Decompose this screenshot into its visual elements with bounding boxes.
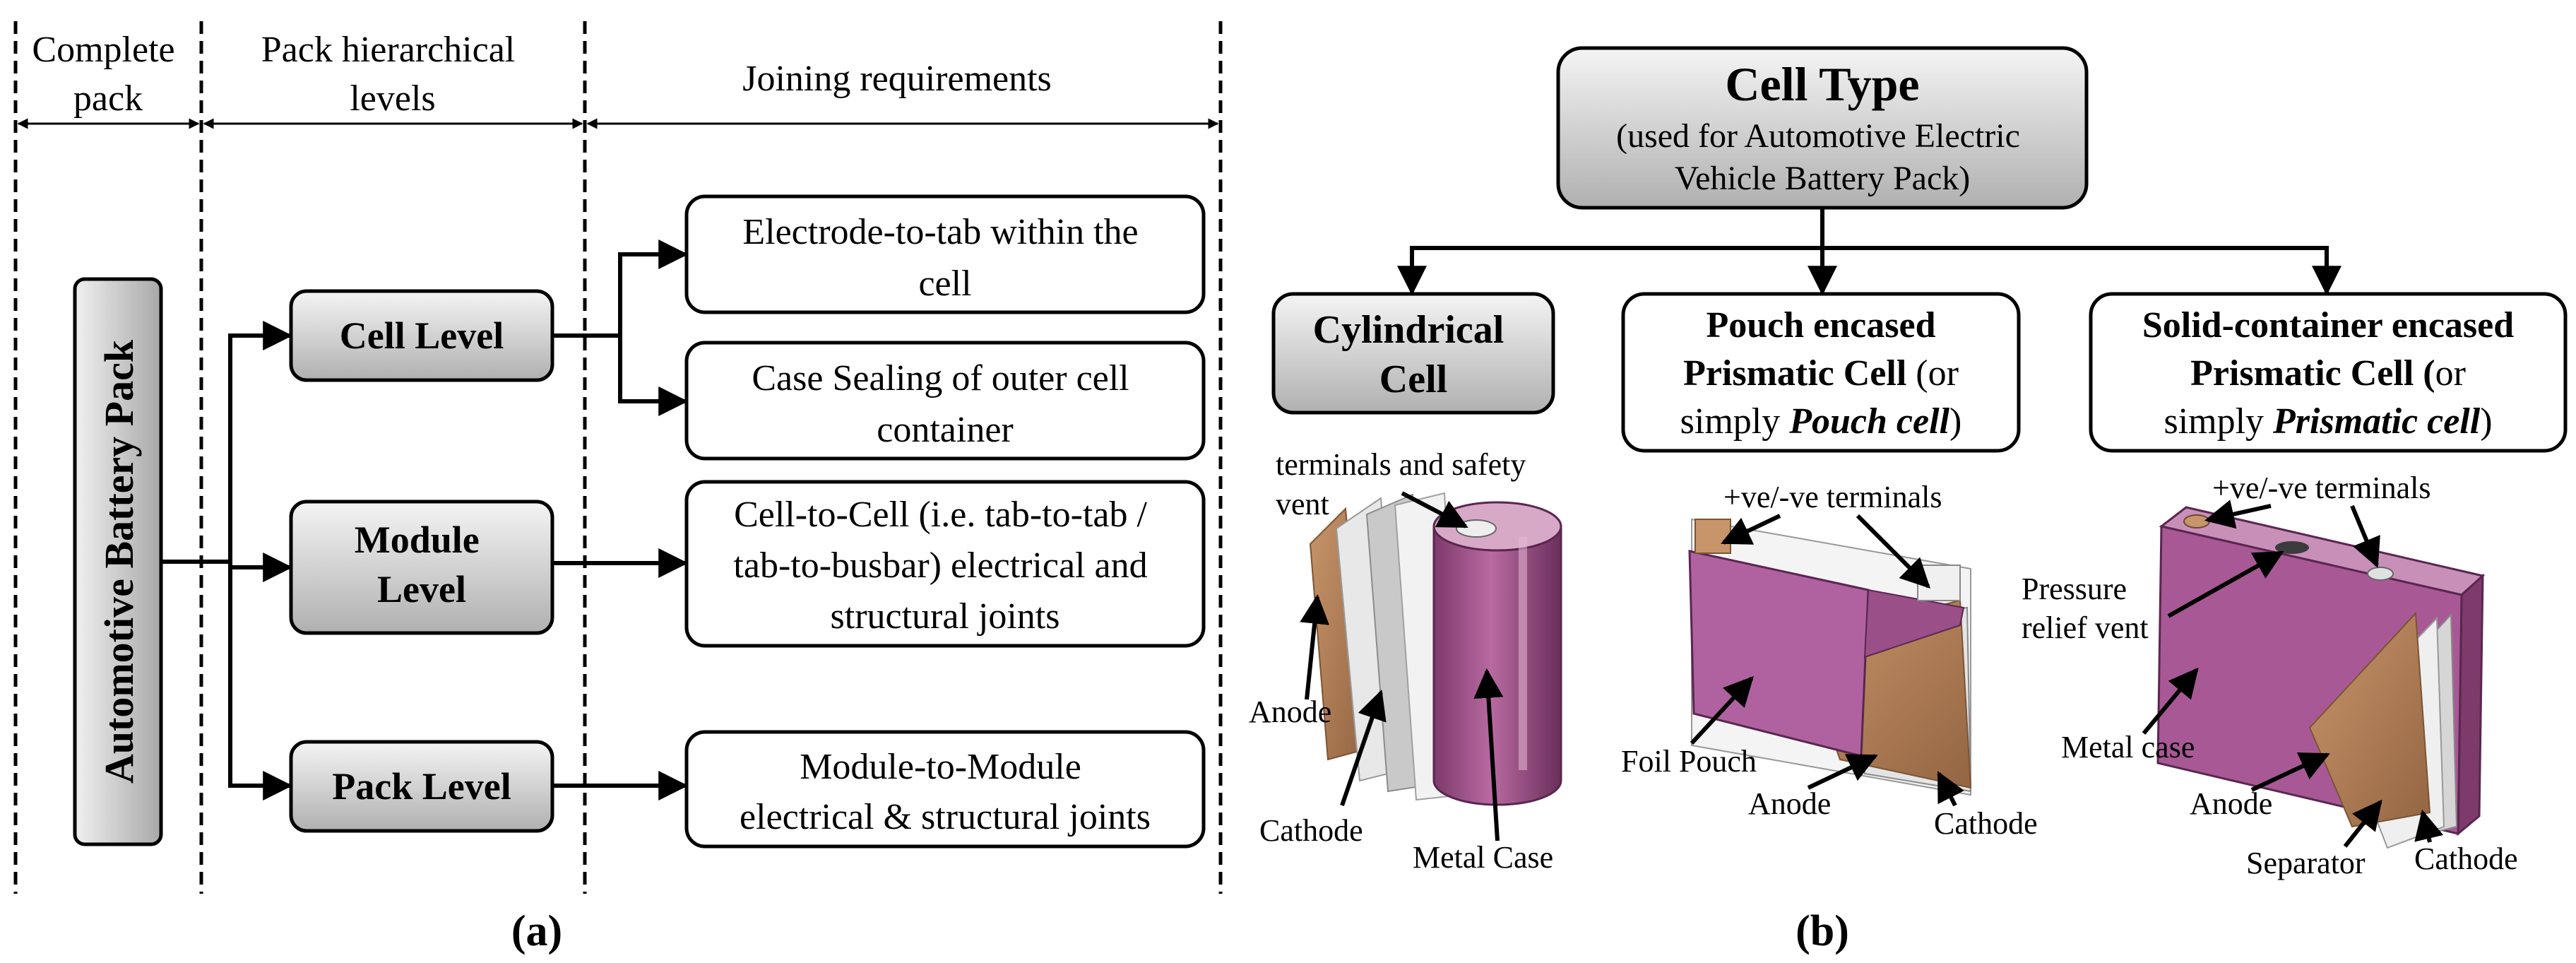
pouch-label-foil: Foil Pouch: [1621, 744, 1757, 779]
prism-terminal-right: [2367, 567, 2394, 581]
prismatic-title-line3: simply Prismatic cell): [2164, 401, 2492, 442]
cyl-label-cathode: Cathode: [1259, 813, 1363, 848]
prism-arrow-separator: [2343, 799, 2382, 848]
req-cell-to-cell-box: [684, 480, 1206, 648]
cyl-label-anode: Anode: [1249, 695, 1331, 729]
cell-type-subtitle: (used for Automotive Electric Vehicle Ba…: [1616, 117, 2029, 197]
pouch-terminal-left: [1694, 519, 1731, 554]
pouch-arrow-foil: [1690, 675, 1754, 745]
cylindrical-cell-title: Cylindrical Cell: [1313, 308, 1514, 401]
pouch-label-cathode: Cathode: [1934, 806, 2038, 841]
pack-level-label: Pack Level: [332, 765, 511, 808]
module-level-label: Module Level: [355, 519, 489, 610]
req-electrode-tab-text: Electrode-to-tab within the cell: [742, 212, 1147, 304]
pouch-arrow-terminal-right: [1856, 514, 1930, 589]
panel-b: Cell Type (used for Automotive Electric …: [1249, 46, 2568, 955]
pouch-label-terminals: +ve/-ve terminals: [1723, 480, 1942, 514]
header-complete-pack: Complete pack: [32, 30, 184, 119]
prism-arrow-terminal-right: [2350, 504, 2380, 568]
cyl-arrow-anode: [1300, 593, 1329, 700]
req-case-sealing-text: Case Sealing of outer cell container: [752, 358, 1138, 450]
pouch-cell-box: [1621, 292, 2021, 453]
pouch-title-line3: simply Pouch cell): [1680, 401, 1962, 442]
pouch-arrow-anode: [1807, 754, 1878, 790]
header-hierarchical-levels: Pack hierarchical levels: [261, 30, 524, 119]
prism-arrow-metal-case: [2142, 667, 2199, 735]
automotive-battery-pack-label: Automotive Battery Pack: [96, 339, 142, 784]
prism-arrow-vent: [2167, 550, 2284, 618]
prism-label-anode: Anode: [2190, 786, 2272, 821]
cyl-label-metal-case: Metal Case: [1413, 840, 1553, 875]
req-module-to-module-box: [684, 730, 1206, 849]
prism-label-separator: Separator: [2246, 846, 2366, 880]
prism-label-metal-case: Metal case: [2061, 730, 2195, 764]
pouch-foil-flap: [1863, 589, 1965, 658]
cyl-arrow-terminals: [1401, 491, 1468, 528]
cell-level-label: Cell Level: [340, 314, 504, 357]
prism-arrow-cathode: [2414, 809, 2444, 843]
panel-a: Complete pack Pack hierarchical levels J…: [13, 21, 1223, 955]
pouch-title-line2: Prismatic Cell (or: [1683, 353, 1959, 394]
prism-arrow-anode: [2250, 752, 2330, 792]
cylindrical-cell-illustration: [1309, 492, 1562, 806]
prismatic-cell-illustration: [2156, 506, 2486, 849]
pouch-label-anode: Anode: [1748, 786, 1831, 821]
pouch-arrow-terminal-left: [1721, 514, 1781, 545]
cyl-arrow-cathode: [1340, 690, 1387, 806]
req-electrode-tab-box: [684, 194, 1206, 314]
req-cell-to-cell-text: Cell-to-Cell (i.e. tab-to-tab / tab-to-b…: [733, 495, 1156, 637]
prismatic-cell-box: [2089, 292, 2568, 453]
prism-label-pressure-vent: Pressure relief vent: [2022, 572, 2149, 645]
caption-b: (b): [1796, 907, 1849, 955]
header-joining-requirements: Joining requirements: [742, 59, 1052, 99]
cyl-arrow-metal-case: [1473, 668, 1504, 841]
prism-label-terminals: +ve/-ve terminals: [2212, 471, 2430, 505]
prismatic-title-line1: Solid-container encased: [2142, 305, 2514, 345]
prismatic-title-line2: Prismatic Cell (or: [2190, 353, 2466, 394]
prism-label-cathode: Cathode: [2414, 841, 2518, 876]
module-level-box: [289, 500, 554, 635]
pouch-arrow-cathode: [1937, 771, 1964, 807]
cyl-label-terminals: terminals and safety vent: [1276, 447, 1533, 521]
prism-terminal-left: [2183, 514, 2210, 528]
cylindrical-cell-box: [1271, 292, 1555, 415]
prism-vent: [2275, 541, 2309, 554]
prism-arrow-terminal-left: [2204, 500, 2272, 529]
cell-type-title: Cell Type: [1725, 57, 1919, 111]
req-module-to-module-text: Module-to-Module electrical & structural…: [740, 747, 1151, 837]
cyl-top-cap: [1432, 501, 1562, 552]
req-case-sealing-box: [684, 341, 1206, 461]
caption-a: (a): [511, 907, 562, 955]
pouch-title-line1: Pouch encased: [1707, 305, 1936, 345]
cyl-highlight: [1519, 537, 1527, 770]
cyl-metal-case: [1432, 525, 1562, 806]
